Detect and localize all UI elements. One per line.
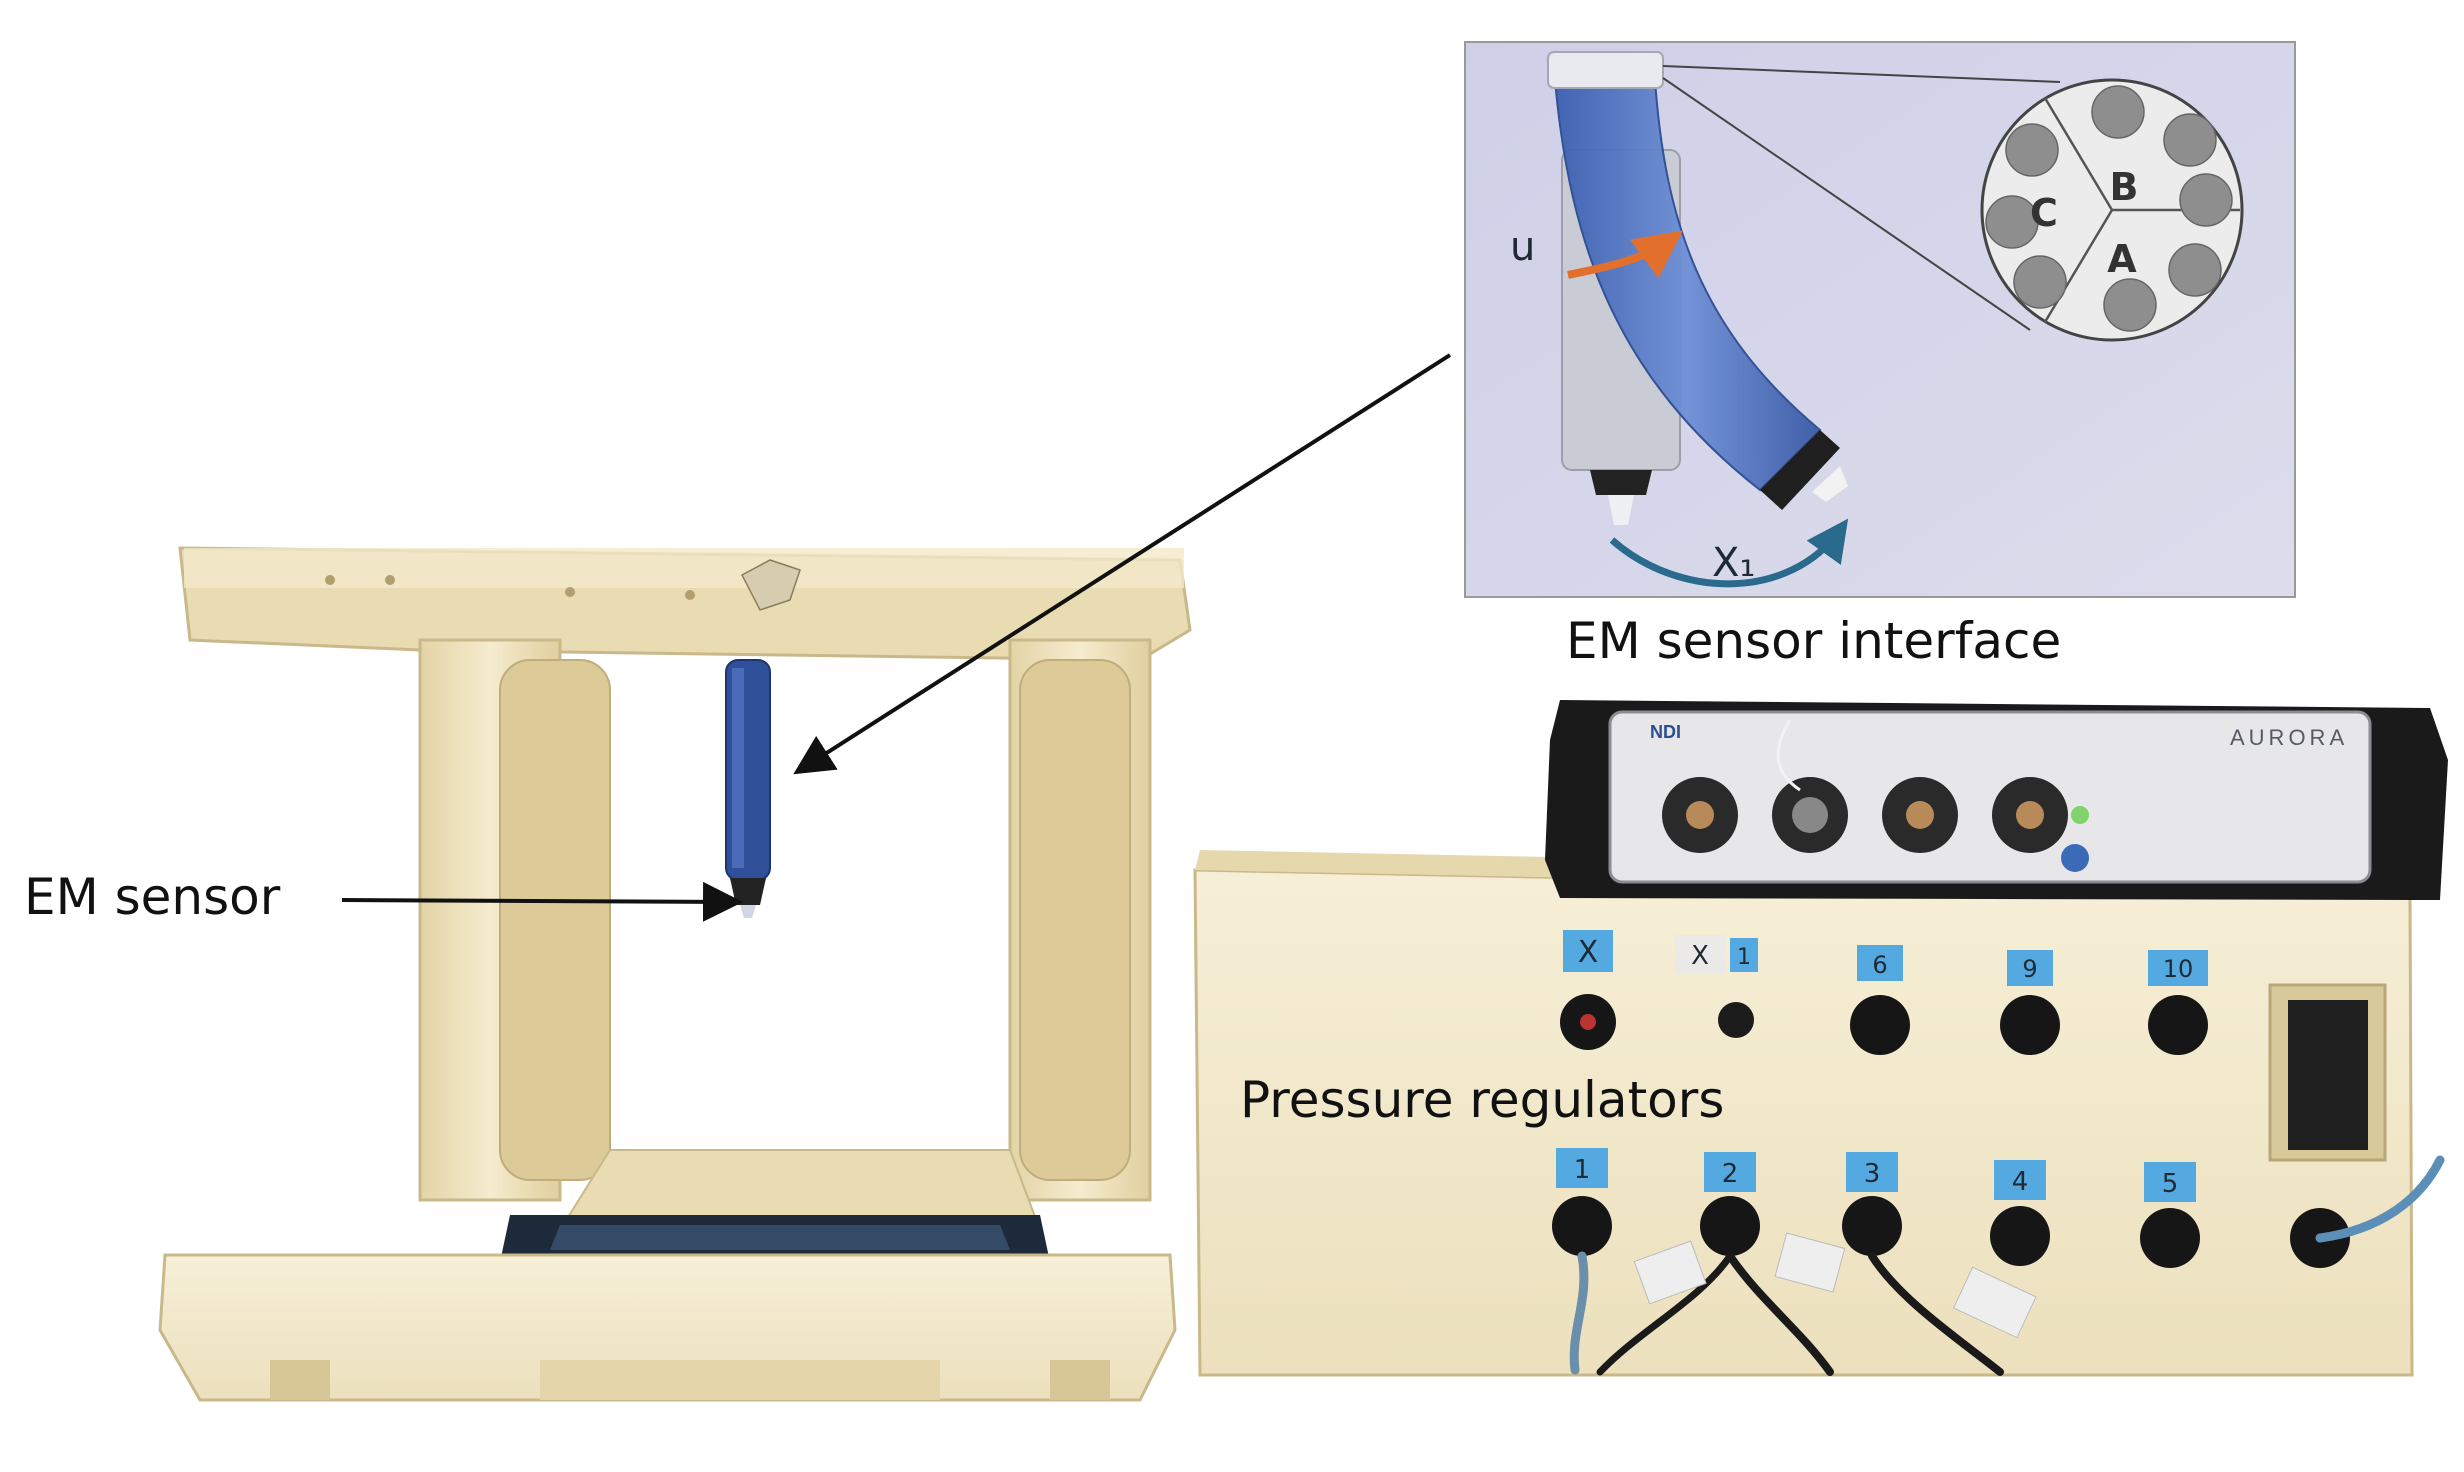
em-sensor-arrow [341, 881, 743, 922]
port-bottom-5 [2140, 1208, 2200, 1268]
aurora-logo: AURORA [2230, 725, 2348, 750]
port-tags-top: X X 1 6 9 10 [1563, 930, 2208, 986]
tag-top-5: 9 [2022, 955, 2037, 983]
tag-bottom-3: 3 [1864, 1159, 1881, 1189]
tag-bottom-2: 2 [1722, 1159, 1739, 1189]
port-bottom-1 [1552, 1196, 1612, 1256]
chamber-label-b: B [2110, 165, 2139, 209]
port-row-bottom [1552, 1196, 2350, 1268]
em-interface-device: NDI AURORA [1545, 700, 2448, 900]
tag-bottom-5: 5 [2162, 1169, 2179, 1199]
em-sensor-label: EM sensor [24, 868, 281, 926]
inset-pointer-arrow [793, 353, 1452, 775]
tag-top-4: 6 [1872, 951, 1887, 979]
port-top-4 [2000, 995, 2060, 1055]
port-bottom-2 [1700, 1196, 1760, 1256]
tag-top-2: X [1691, 941, 1709, 971]
port-top-5 [2148, 995, 2208, 1055]
port-tags-bottom: 1 2 3 4 5 [1556, 1148, 2196, 1202]
pneumatic-tubes [1569, 1155, 2445, 1376]
robot-frame [158, 546, 1192, 1402]
tag-top-6: 10 [2163, 955, 2194, 983]
em-sensor-interface-label: EM sensor interface [1566, 612, 2062, 670]
soft-actuator [725, 559, 801, 918]
port-top-3 [1850, 995, 1910, 1055]
ndi-logo: NDI [1650, 722, 1681, 742]
pressure-regulators-label: Pressure regulators [1240, 1071, 1725, 1129]
chamber-label-c: C [2030, 191, 2058, 235]
port-bottom-4 [1990, 1206, 2050, 1266]
tag-bottom-1: 1 [1574, 1155, 1591, 1185]
tag-bottom-4: 4 [2012, 1167, 2029, 1197]
port-row-top [1560, 994, 2208, 1055]
input-symbol: u [1510, 224, 1535, 270]
chamber-label-a: A [2107, 237, 2137, 281]
output-symbol: X₁ [1712, 540, 1755, 586]
tag-top-3: 1 [1737, 945, 1751, 970]
port-bottom-3 [1842, 1196, 1902, 1256]
port-top-2 [1718, 1002, 1754, 1038]
tag-top-1: X [1578, 935, 1599, 970]
inset-panel: B A C u X₁ [1464, 41, 2296, 598]
